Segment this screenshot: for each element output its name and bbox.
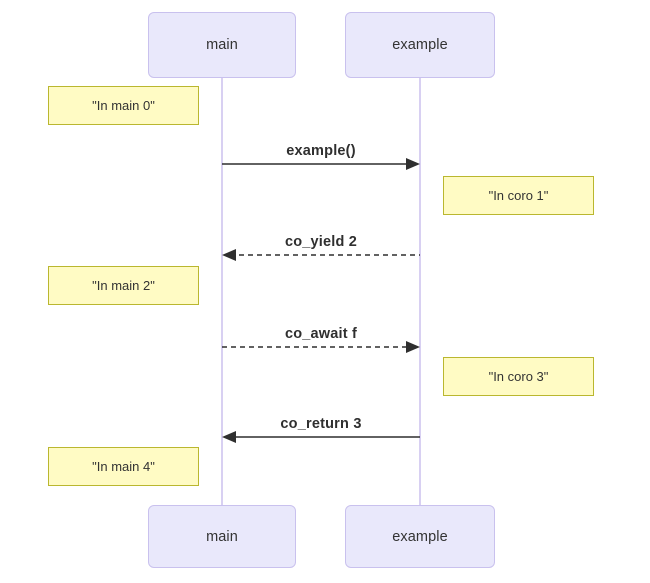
actor-label-example-top: example: [392, 37, 448, 53]
note-in-main-4: "In main 4": [48, 447, 199, 486]
lifeline-main: [221, 78, 223, 505]
note-label-in-main-4: "In main 4": [92, 459, 155, 474]
note-in-main-2: "In main 2": [48, 266, 199, 305]
actor-label-example-bottom: example: [392, 528, 448, 545]
actor-label-main-top: main: [206, 37, 238, 53]
message-arrow-co-yield: [222, 249, 420, 261]
message-arrow-co-await: [222, 341, 420, 353]
message-label-co-return: co_return 3: [280, 416, 362, 432]
lifeline-example: [419, 78, 421, 505]
message-label-example-call: example(): [286, 143, 356, 159]
message-label-co-yield: co_yield 2: [284, 234, 358, 250]
message-arrow-example-call: [222, 158, 420, 170]
message-arrow-co-return: [222, 431, 420, 443]
note-in-coro-3: "In coro 3": [443, 357, 594, 396]
note-in-coro-1: "In coro 1": [443, 176, 594, 215]
note-in-main-0: "In main 0": [48, 86, 199, 125]
message-label-co-await: co_await f: [284, 326, 358, 342]
actor-box-example-top[interactable]: example: [345, 12, 495, 78]
note-label-in-main-0: "In main 0": [92, 98, 155, 113]
actor-box-main-bottom[interactable]: main: [148, 505, 296, 568]
note-label-in-coro-1: "In coro 1": [488, 188, 549, 203]
note-label-in-main-2: "In main 2": [92, 278, 155, 293]
actor-box-example-bottom[interactable]: example: [345, 505, 495, 568]
note-label-in-coro-3: "In coro 3": [488, 369, 549, 384]
actor-label-main-bottom: main: [206, 528, 238, 545]
actor-box-main-top[interactable]: main: [148, 12, 296, 78]
